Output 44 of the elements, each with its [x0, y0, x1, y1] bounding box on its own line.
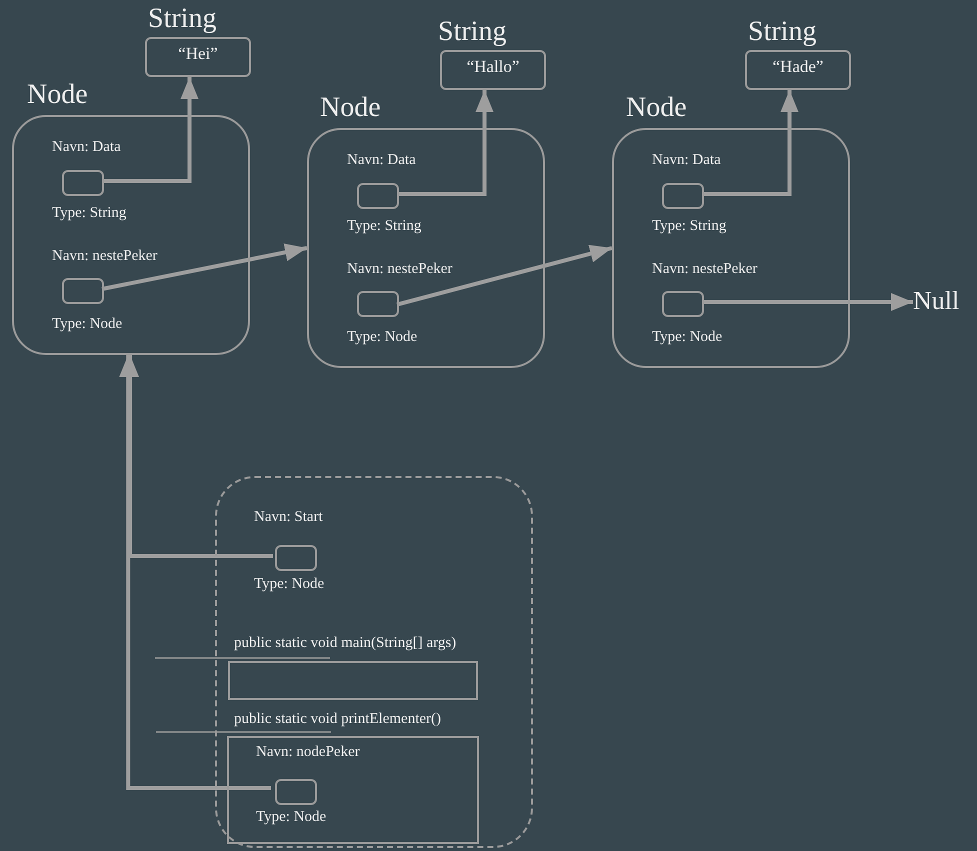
pointer-slot — [62, 278, 104, 304]
type-heading: String — [748, 15, 816, 49]
pointer-slot — [357, 291, 399, 317]
arrow — [702, 90, 799, 196]
field-label: Type: Node — [254, 575, 324, 593]
field-label: Navn: Start — [254, 508, 323, 526]
field-label: Navn: nestePeker — [347, 260, 452, 278]
field-label: Navn: nestePeker — [652, 260, 758, 278]
string-value: “Hei” — [178, 44, 218, 64]
field-label: Type: String — [347, 217, 422, 235]
field-label: Navn: Data — [347, 151, 416, 169]
type-heading: Node — [27, 78, 88, 112]
field-label: Type: Node — [652, 328, 722, 346]
pointer-slot — [62, 170, 104, 196]
field-label: Type: String — [652, 217, 726, 235]
method-signature: public static void printElementer() — [234, 710, 442, 728]
pointer-slot — [357, 183, 399, 209]
arrow — [102, 77, 199, 183]
field-label: Navn: nestePeker — [52, 247, 158, 265]
pointer-slot — [662, 291, 704, 317]
method-signature: public static void main(String[] args) — [234, 634, 456, 652]
stack-frame — [215, 476, 533, 848]
field-label: Type: String — [52, 204, 126, 222]
field-label: Type: Node — [347, 328, 418, 346]
pointer-slot — [275, 779, 317, 805]
pointer-slot — [662, 183, 704, 209]
string-value: “Hallo” — [466, 57, 520, 78]
field-label: Navn: Data — [52, 138, 121, 156]
field-label: Type: Node — [52, 315, 122, 333]
arrow — [102, 244, 308, 291]
pointer-slot — [275, 545, 317, 571]
type-heading: String — [148, 2, 216, 36]
field-label: Type: Node — [256, 808, 326, 826]
field-label: Navn: nodePeker — [256, 743, 360, 761]
type-heading: String — [438, 15, 506, 49]
string-value: “Hade” — [772, 57, 824, 78]
type-heading: Node — [626, 91, 687, 125]
arrow — [702, 293, 913, 311]
type-heading: Node — [320, 91, 381, 125]
null-label: Null — [913, 285, 975, 319]
field-label: Navn: Data — [652, 151, 721, 169]
arrow — [396, 244, 612, 307]
arrow — [119, 355, 271, 790]
arrow — [397, 90, 494, 196]
